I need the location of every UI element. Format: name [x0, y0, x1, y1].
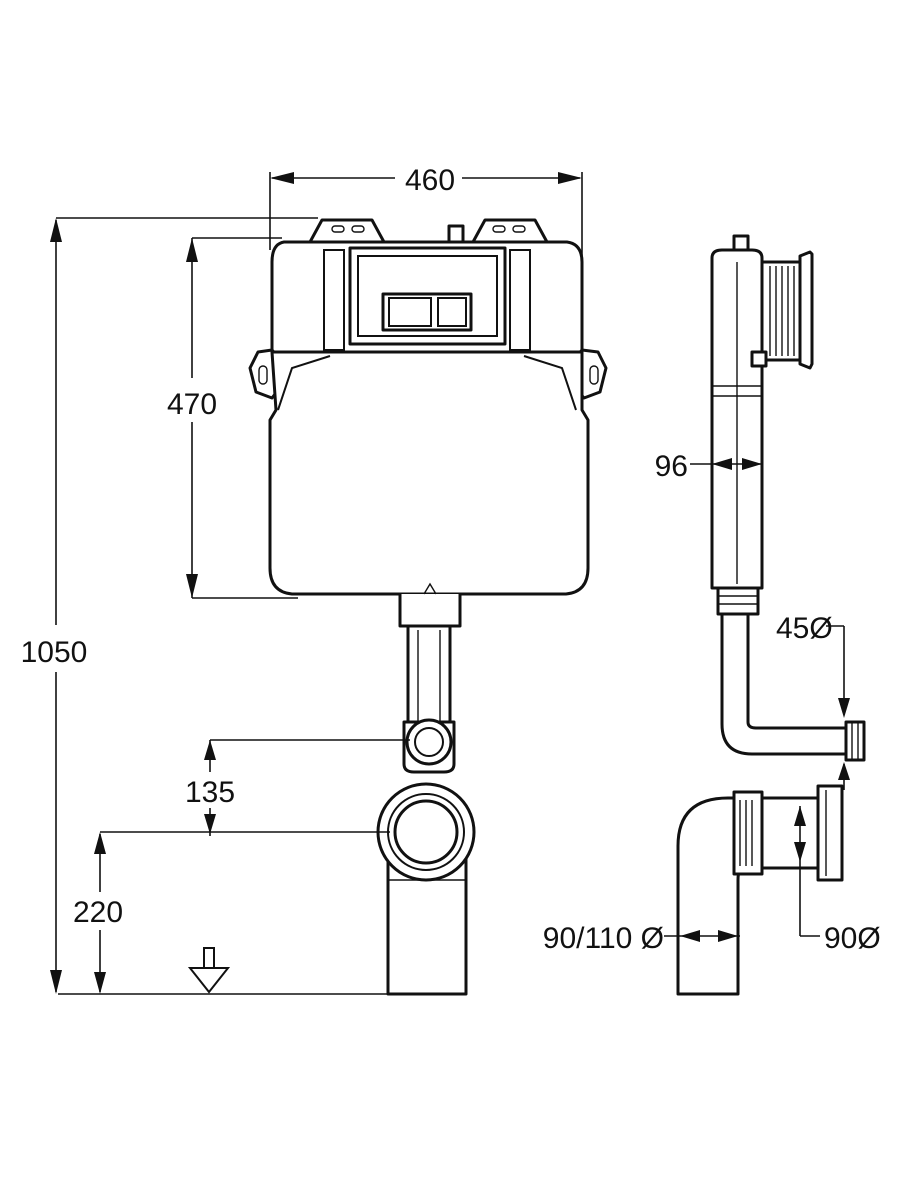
flush-plate — [381, 292, 473, 332]
dim-floor-height-label: 220 — [73, 896, 123, 929]
floor-level-icon — [187, 947, 231, 994]
pan-connector-front — [376, 782, 476, 996]
dim-width-label: 460 — [405, 164, 455, 197]
dimension-96: 96 — [655, 450, 762, 483]
cistern-front-view — [248, 218, 608, 774]
side-coupling — [716, 586, 760, 616]
dimension-90-110-dia: 90/110 Ø — [543, 922, 740, 955]
dim-connector-dia-label: 90Ø — [824, 922, 881, 955]
dim-total-height-label: 1050 — [21, 636, 88, 669]
side-bracket — [750, 350, 768, 368]
elbow-collar — [732, 790, 764, 876]
dim-outlet-offset-label: 135 — [185, 776, 235, 809]
cistern-side-view — [710, 234, 866, 762]
dimension-220: 220 — [58, 831, 390, 995]
tank-body — [268, 350, 590, 596]
dim-tank-height-label: 470 — [167, 388, 217, 421]
dim-side-depth-label: 96 — [655, 450, 688, 483]
elbow-flange — [816, 784, 844, 882]
flush-button-left — [388, 297, 432, 327]
outlet-neck — [398, 594, 462, 628]
right-top-bracket — [471, 218, 549, 244]
elbow-socket — [760, 796, 822, 870]
side-pipe-end — [844, 720, 866, 762]
left-rail — [323, 249, 345, 351]
flush-outlet-circle — [405, 718, 453, 766]
dimension-45-dia: 45Ø — [776, 612, 850, 790]
side-pan-elbow — [676, 784, 844, 996]
dim-flush-pipe-dia-label: 45Ø — [776, 612, 833, 645]
dimension-1050: 1050 — [21, 217, 318, 994]
right-rail — [509, 249, 531, 351]
dimension-460: 460 — [269, 164, 583, 256]
flush-button-right — [437, 297, 467, 327]
dimension-90-dia: 90Ø — [794, 806, 881, 955]
left-top-bracket — [308, 218, 386, 244]
side-flush-plate — [798, 250, 814, 370]
dim-pan-dia-label: 90/110 Ø — [543, 922, 664, 955]
dimension-135: 135 — [185, 739, 410, 836]
dimension-470: 470 — [167, 237, 298, 599]
top-valve-stub — [447, 224, 465, 244]
pan-connector-ring-inner — [393, 799, 459, 865]
flush-pipe — [406, 624, 452, 732]
